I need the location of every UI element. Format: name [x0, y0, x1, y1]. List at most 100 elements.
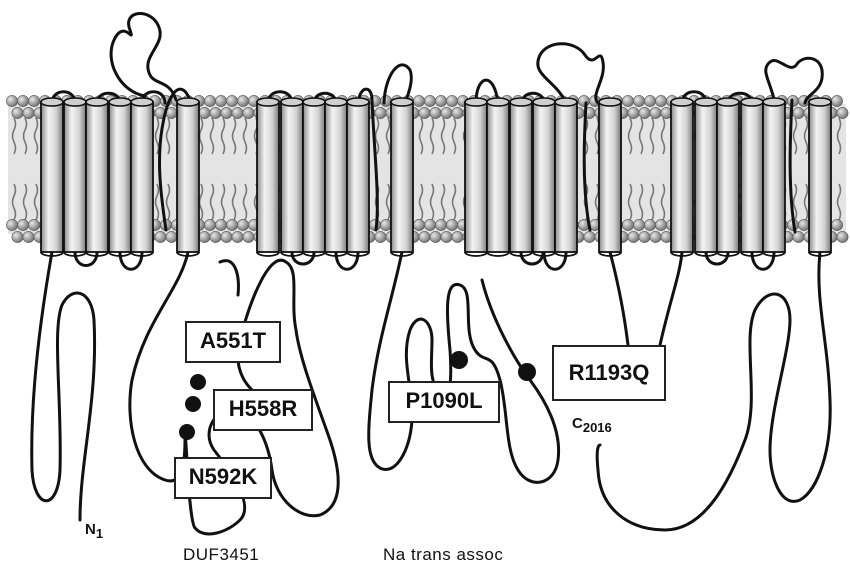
lipid-head	[639, 231, 650, 242]
helix-cylinder	[510, 98, 532, 256]
lipid-head	[831, 219, 842, 230]
lipid-head	[793, 107, 804, 118]
lipid-head	[380, 219, 391, 230]
helix-cylinder	[177, 98, 199, 256]
lipid-head	[210, 107, 221, 118]
lipid-head	[166, 231, 177, 242]
lipid-head	[441, 107, 452, 118]
mutation-dot-r1193q	[518, 363, 536, 381]
lipid-head	[226, 219, 237, 230]
mutation-label-r1193q: R1193Q	[552, 345, 666, 401]
lipid-head	[380, 95, 391, 106]
lipid-head	[419, 107, 430, 118]
n-terminal-tail	[32, 252, 95, 520]
lipid-head	[441, 231, 452, 242]
lipid-head	[633, 219, 644, 230]
lipid-head	[622, 95, 633, 106]
loop-pore-1	[111, 14, 176, 100]
lipid-head	[232, 107, 243, 118]
helix-cylinder	[109, 98, 131, 256]
lipid-head	[375, 231, 386, 242]
lipid-head	[628, 231, 639, 242]
lipid-head	[435, 219, 446, 230]
lipid-head	[12, 107, 23, 118]
mutation-dot-p1090l	[450, 351, 468, 369]
lipid-head	[430, 231, 441, 242]
lipid-head	[628, 107, 639, 118]
mutation-label-n592k: N592K	[174, 457, 272, 499]
helix-cylinder	[599, 98, 621, 256]
lipid-head	[446, 219, 457, 230]
helix-cylinder	[303, 98, 325, 256]
lipid-head	[215, 95, 226, 106]
lipid-head	[243, 231, 254, 242]
lipid-head	[650, 231, 661, 242]
lipid-head	[584, 231, 595, 242]
lipid-head	[12, 231, 23, 242]
helix-cylinder	[41, 98, 63, 256]
lipid-head	[413, 95, 424, 106]
mutation-label-a551t: A551T	[185, 321, 281, 363]
lipid-head	[23, 107, 34, 118]
helix-cylinder	[487, 98, 509, 256]
mutation-label-p1090l: P1090L	[388, 381, 500, 423]
lipid-head	[28, 95, 39, 106]
helix-cylinder	[86, 98, 108, 256]
helix-cylinder	[465, 98, 487, 256]
mutation-dot-n592k	[179, 424, 195, 440]
lipid-head	[17, 219, 28, 230]
loop-iii-iv-a	[610, 252, 628, 345]
lipid-head	[446, 95, 457, 106]
lipid-head	[199, 231, 210, 242]
helix-cylinder	[533, 98, 555, 256]
c-terminus-label: C2016	[572, 415, 612, 435]
loop-i9	[544, 252, 566, 269]
lipid-head	[221, 107, 232, 118]
loop-i12	[752, 252, 774, 269]
n-terminus-label: N1	[85, 521, 103, 541]
lipid-head	[204, 219, 215, 230]
lipid-head	[215, 219, 226, 230]
mutation-dot-a551t	[190, 374, 206, 390]
lipid-head	[155, 231, 166, 242]
helix-cylinder	[717, 98, 739, 256]
helix-cylinder	[325, 98, 347, 256]
loop-i6	[336, 252, 358, 269]
lipid-head	[650, 107, 661, 118]
domain-label-duf3451: DUF3451	[183, 545, 259, 565]
lipid-head	[6, 95, 17, 106]
helix-cylinder	[347, 98, 369, 256]
lipid-head	[837, 231, 848, 242]
lipid-head	[655, 95, 666, 106]
helix-cylinder	[131, 98, 153, 256]
helix-cylinder	[64, 98, 86, 256]
lipid-head	[375, 107, 386, 118]
lipid-head	[419, 231, 430, 242]
helix-cylinder	[695, 98, 717, 256]
lipid-head	[232, 231, 243, 242]
helix-cylinder	[809, 98, 831, 256]
loop-i2	[120, 252, 142, 269]
lipid-head	[644, 219, 655, 230]
helix-cylinder	[257, 98, 279, 256]
lipid-head	[28, 219, 39, 230]
loop-duf3451-top	[220, 261, 238, 295]
domain-label-na-trans-assoc: Na trans assoc	[383, 545, 503, 565]
helix-cylinder	[555, 98, 577, 256]
loop-pore-3	[538, 44, 604, 103]
helix-cylinder	[391, 98, 413, 256]
lipid-head	[578, 95, 589, 106]
helix-cylinder	[671, 98, 693, 256]
lipid-head	[23, 231, 34, 242]
lipid-head	[831, 95, 842, 106]
helix-cylinder	[763, 98, 785, 256]
lipid-head	[6, 219, 17, 230]
lipid-head	[798, 219, 809, 230]
lipid-head	[424, 95, 435, 106]
mutation-dot-h558r	[185, 396, 201, 412]
lipid-head	[237, 219, 248, 230]
lipid-head	[452, 107, 463, 118]
helix-cylinder	[741, 98, 763, 256]
